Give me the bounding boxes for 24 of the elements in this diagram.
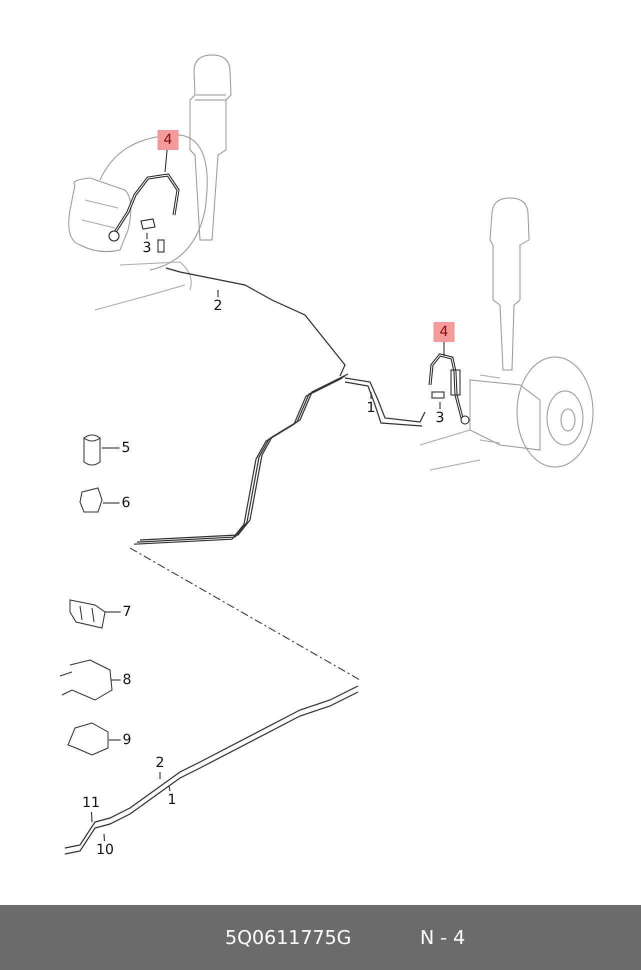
callout-number: 8: [120, 671, 134, 689]
callout-number: 11: [80, 794, 102, 812]
leader-line: [104, 834, 105, 842]
part-number-label: N - 4: [420, 927, 466, 949]
callout-number: 4: [434, 322, 454, 342]
callout-number: 7: [120, 603, 134, 621]
callout-number: 1: [364, 399, 378, 417]
callout-number: 2: [212, 297, 224, 315]
callout-number: 9: [120, 731, 134, 749]
leader-line: [146, 232, 148, 240]
leader-line: [164, 150, 168, 172]
callout-number: 1: [166, 791, 178, 809]
leader-line: [168, 786, 171, 792]
leader-line: [90, 812, 92, 822]
callout-number: 2: [154, 754, 166, 772]
callout-number: 4: [158, 130, 178, 150]
part-number-label: 5Q0611775G: [225, 927, 352, 949]
leader-line: [102, 502, 120, 504]
leader-line: [370, 392, 372, 400]
callout-number: 5: [120, 439, 132, 457]
callout-number: 3: [434, 409, 446, 427]
callout-number: 6: [120, 494, 132, 512]
callout-number: 10: [94, 841, 116, 859]
callout-number: 3: [140, 239, 154, 257]
